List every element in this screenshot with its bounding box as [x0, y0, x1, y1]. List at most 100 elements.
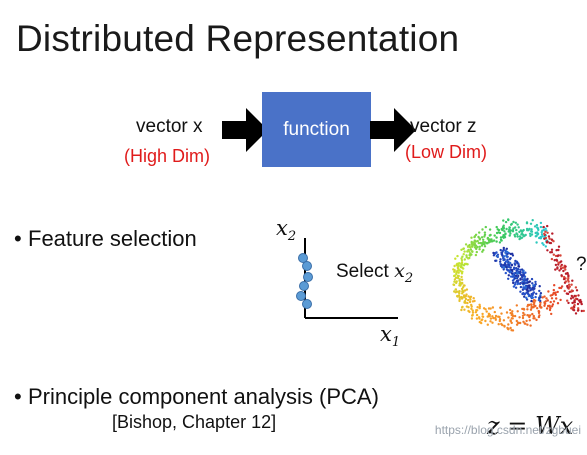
scatter-point — [551, 293, 554, 297]
bullet-dot: • — [14, 384, 22, 409]
scatter-point — [568, 285, 571, 288]
scatter-point — [460, 296, 464, 299]
scatter-point — [550, 297, 554, 300]
scatter-point — [538, 285, 541, 288]
scatter-point — [454, 288, 458, 291]
scatter-point — [473, 239, 476, 242]
scatter-point — [570, 289, 573, 292]
scatter-point — [521, 316, 525, 320]
scatter-point — [499, 306, 502, 309]
scatter-point — [457, 269, 461, 272]
scatter-point — [465, 293, 468, 296]
scatter-point — [518, 282, 522, 286]
scatter-point — [520, 268, 524, 271]
scatter-point — [526, 305, 529, 308]
scatter-point — [523, 275, 527, 278]
scatter-point — [566, 299, 569, 302]
scatter-point — [537, 315, 541, 319]
scatter-point — [575, 289, 579, 292]
scatter-point — [573, 303, 576, 307]
scatter-point — [568, 290, 571, 294]
scatter-point — [520, 273, 523, 277]
scatter-point — [529, 324, 532, 327]
scatter-point — [505, 247, 508, 250]
scatter-point — [496, 228, 499, 231]
scatter-point — [481, 315, 484, 318]
data-point — [302, 261, 312, 271]
scatter-point — [493, 234, 496, 237]
scatter-point — [494, 314, 498, 318]
data-point — [296, 291, 306, 301]
scatter-point — [556, 254, 559, 258]
scatter-point — [458, 299, 461, 303]
scatter-point — [465, 305, 469, 308]
scatter-point — [510, 264, 514, 267]
scatter-point — [476, 239, 479, 243]
scatter-point — [475, 247, 478, 251]
scatter-point — [555, 297, 558, 300]
y-axis-label: x2 — [276, 216, 297, 245]
scatter-point — [557, 261, 560, 264]
scatter-point — [475, 250, 478, 254]
scatter-point — [503, 255, 506, 258]
scatter-point — [537, 310, 541, 313]
scatter-point — [486, 323, 489, 326]
scatter-point — [543, 304, 546, 307]
scatter-point — [500, 239, 503, 242]
scatter-point — [475, 309, 478, 312]
scatter-point — [517, 321, 520, 325]
scatter-point — [532, 284, 535, 287]
scatter-point — [540, 233, 544, 236]
output-vector-label: vector z — [410, 116, 477, 137]
scatter-point — [469, 295, 473, 298]
scatter-point — [559, 298, 562, 302]
scatter-point — [510, 321, 513, 325]
scatter-point — [532, 291, 536, 294]
scatter-point — [546, 304, 550, 308]
scatter-point — [509, 326, 512, 330]
scatter-point — [515, 319, 518, 323]
scatter-point — [541, 235, 544, 238]
scatter-point — [531, 219, 534, 222]
scatter-point — [497, 315, 500, 318]
scatter-point — [461, 286, 465, 289]
scatter-point — [552, 253, 555, 256]
scatter-point — [513, 314, 517, 318]
scatter-point — [459, 281, 462, 284]
scatter-point — [463, 289, 467, 292]
scatter-point — [508, 234, 511, 237]
scatter-point — [490, 238, 493, 241]
scatter-point — [528, 315, 531, 319]
scatter-point — [528, 303, 531, 307]
data-point — [302, 299, 312, 309]
scatter-point — [453, 290, 456, 293]
scatter-point — [481, 228, 484, 231]
scatter-point — [564, 280, 568, 283]
scatter-point — [543, 232, 546, 235]
scatter-point — [456, 264, 460, 267]
scatter-point — [513, 283, 517, 286]
scatter-point — [545, 307, 549, 310]
scatter-point — [534, 295, 537, 299]
scatter-point — [468, 246, 472, 249]
scatter-point — [553, 259, 556, 262]
scatter-point — [487, 307, 491, 310]
scatter-point — [478, 305, 482, 308]
scatter-point — [455, 281, 458, 285]
pca-equation: z = Wx — [487, 412, 574, 440]
scatter-point — [502, 246, 505, 250]
scatter-point — [535, 223, 539, 227]
scatter-point — [527, 281, 530, 284]
x-axis-label: x1 — [380, 322, 401, 351]
scatter-point — [482, 238, 485, 241]
scatter-point — [455, 272, 458, 276]
scatter-point — [547, 290, 550, 293]
scatter-point — [473, 235, 476, 239]
scatter-point — [541, 242, 544, 245]
scatter-point — [538, 289, 541, 293]
scatter-point — [567, 276, 570, 280]
scatter-point — [487, 239, 491, 242]
scatter-point — [465, 262, 468, 266]
scatter-point — [522, 292, 525, 295]
scatter-point — [514, 274, 518, 277]
